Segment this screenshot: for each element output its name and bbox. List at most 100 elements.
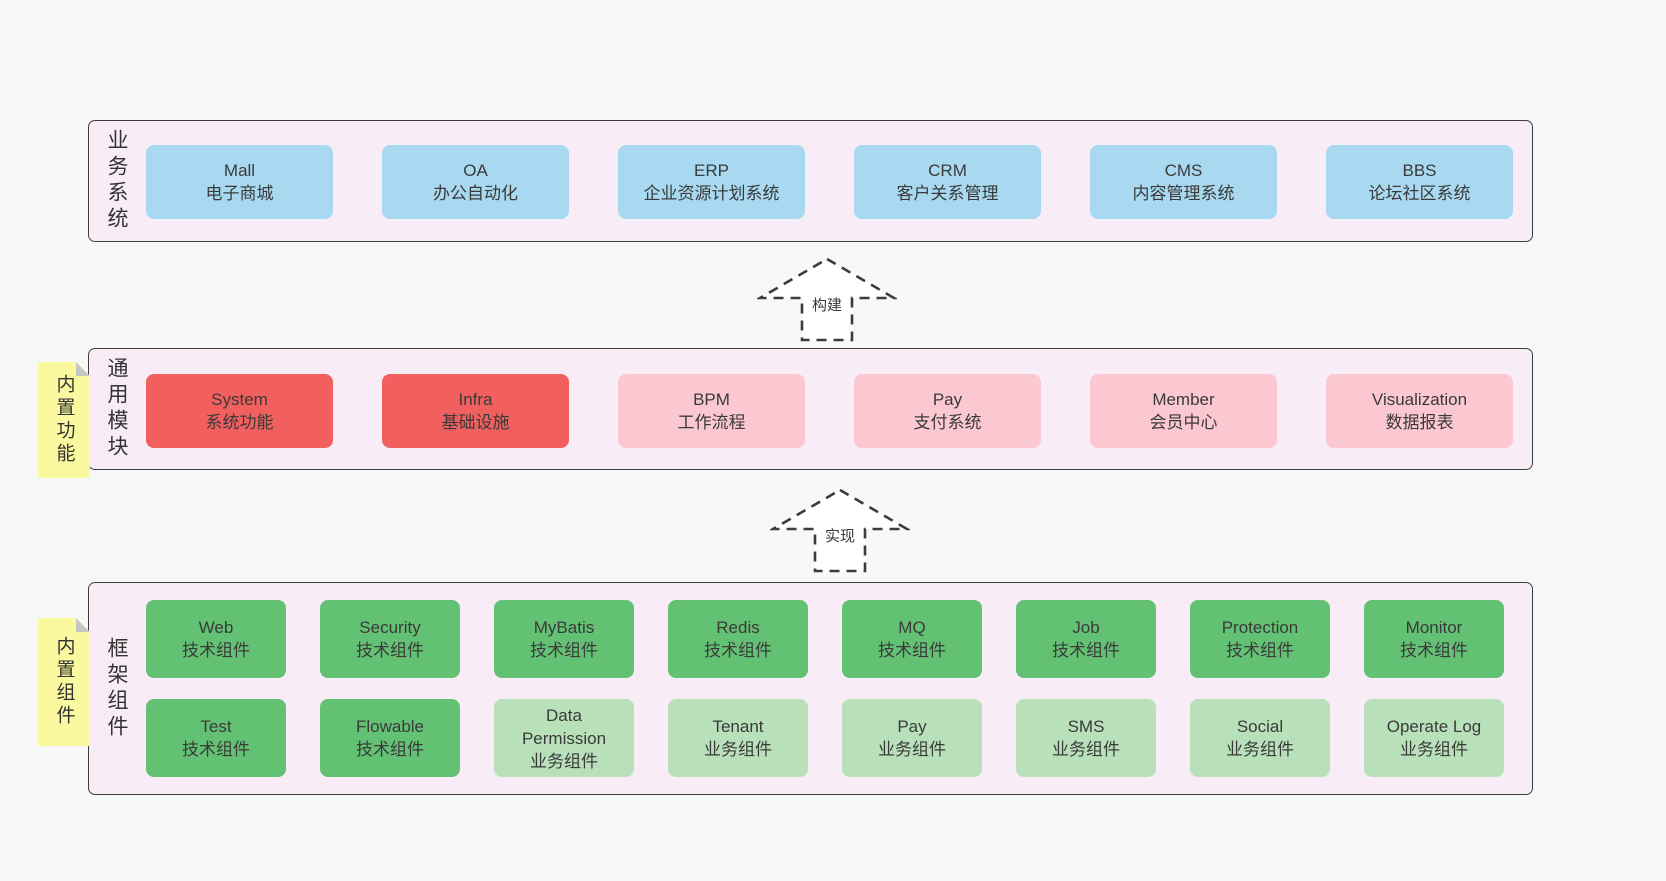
box-title: Data Permission	[521, 705, 607, 748]
arrow-up-build: 构建	[757, 256, 897, 343]
sticky-note-built-in-features: 内置功能	[38, 362, 90, 478]
box-security: Security 技术组件	[320, 600, 460, 678]
box-title: BBS	[1402, 161, 1437, 180]
box-subtitle: 技术组件	[356, 740, 424, 759]
box-pay: Pay 支付系统	[854, 374, 1041, 448]
box-mall: Mall 电子商城	[146, 145, 333, 219]
box-redis: Redis 技术组件	[668, 600, 808, 678]
box-subtitle: 业务组件	[1226, 740, 1294, 759]
box-title: MyBatis	[533, 618, 595, 637]
box-crm: CRM 客户关系管理	[854, 145, 1041, 219]
box-title: ERP	[694, 161, 729, 180]
general-modules-panel: 通用模块 System 系统功能 Infra 基础设施 BPM 工作流程 Pay…	[88, 348, 1533, 470]
box-title: Pay	[897, 717, 927, 736]
framework-components-label: 框架组件	[105, 636, 128, 741]
box-bbs: BBS 论坛社区系统	[1326, 145, 1513, 219]
box-data-permission: Data Permission 业务组件	[494, 699, 634, 777]
business-systems-row: Mall 电子商城 OA 办公自动化 ERP 企业资源计划系统 CRM 客户关系…	[146, 145, 1513, 219]
box-member: Member 会员中心	[1090, 374, 1277, 448]
box-title: Web	[198, 618, 234, 637]
sticky-note-label: 内置组件	[53, 636, 75, 728]
framework-components-row-1: Web 技术组件 Security 技术组件 MyBatis 技术组件 Redi…	[146, 600, 1504, 678]
sticky-note-label: 内置功能	[53, 374, 75, 466]
box-subtitle: 论坛社区系统	[1368, 184, 1471, 203]
box-title: Redis	[716, 618, 760, 637]
box-subtitle: 业务组件	[1052, 740, 1120, 759]
box-subtitle: 技术组件	[530, 641, 598, 660]
box-test: Test 技术组件	[146, 699, 286, 777]
box-subtitle: 业务组件	[878, 740, 946, 759]
box-title: Tenant	[712, 717, 764, 736]
box-title: Member	[1152, 390, 1215, 409]
box-title: CRM	[928, 161, 967, 180]
box-subtitle: 技术组件	[704, 641, 772, 660]
framework-components-panel: 框架组件 Web 技术组件 Security 技术组件 MyBatis 技术组件…	[88, 582, 1533, 795]
box-mybatis: MyBatis 技术组件	[494, 600, 634, 678]
box-title: CMS	[1164, 161, 1203, 180]
box-subtitle: 技术组件	[182, 641, 250, 660]
business-systems-panel: 业务系统 Mall 电子商城 OA 办公自动化 ERP 企业资源计划系统 CRM…	[88, 120, 1533, 242]
box-job: Job 技术组件	[1016, 600, 1156, 678]
sticky-note-built-in-components: 内置组件	[38, 618, 90, 746]
box-title: Mall	[223, 161, 256, 180]
box-cms: CMS 内容管理系统	[1090, 145, 1277, 219]
box-subtitle: 数据报表	[1385, 413, 1454, 432]
box-subtitle: 会员中心	[1149, 413, 1218, 432]
box-title: Social	[1236, 717, 1284, 736]
box-system: System 系统功能	[146, 374, 333, 448]
box-subtitle: 业务组件	[530, 751, 598, 771]
box-erp: ERP 企业资源计划系统	[618, 145, 805, 219]
box-subtitle: 业务组件	[1400, 740, 1468, 759]
box-monitor: Monitor 技术组件	[1364, 600, 1504, 678]
box-protection: Protection 技术组件	[1190, 600, 1330, 678]
box-subtitle: 技术组件	[1226, 641, 1294, 660]
box-infra: Infra 基础设施	[382, 374, 569, 448]
box-bpm: BPM 工作流程	[618, 374, 805, 448]
box-subtitle: 办公自动化	[433, 184, 518, 203]
box-web: Web 技术组件	[146, 600, 286, 678]
box-social: Social 业务组件	[1190, 699, 1330, 777]
arrow-up-implement: 实现	[770, 487, 910, 574]
box-title: Job	[1072, 618, 1100, 637]
box-mq: MQ 技术组件	[842, 600, 982, 678]
box-sms: SMS 业务组件	[1016, 699, 1156, 777]
box-subtitle: 企业资源计划系统	[643, 184, 780, 203]
box-subtitle: 技术组件	[1052, 641, 1120, 660]
box-title: Test	[200, 717, 232, 736]
box-tenant: Tenant 业务组件	[668, 699, 808, 777]
box-subtitle: 技术组件	[878, 641, 946, 660]
box-title: Operate Log	[1386, 717, 1482, 736]
box-subtitle: 支付系统	[913, 413, 982, 432]
box-operate-log: Operate Log 业务组件	[1364, 699, 1504, 777]
box-flowable: Flowable 技术组件	[320, 699, 460, 777]
box-title: SMS	[1067, 717, 1105, 736]
box-title: Visualization	[1371, 390, 1468, 409]
box-subtitle: 内容管理系统	[1132, 184, 1235, 203]
business-systems-label: 业务系统	[105, 129, 128, 233]
box-title: Infra	[458, 390, 493, 409]
box-title: Security	[359, 618, 421, 637]
box-title: System	[211, 390, 268, 409]
box-subtitle: 电子商城	[205, 184, 274, 203]
box-title: MQ	[898, 618, 926, 637]
box-subtitle: 技术组件	[356, 641, 424, 660]
general-modules-label: 通用模块	[105, 357, 128, 461]
box-pay-component: Pay 业务组件	[842, 699, 982, 777]
box-subtitle: 技术组件	[1400, 641, 1468, 660]
arrow-implement-label: 实现	[821, 525, 859, 546]
box-subtitle: 客户关系管理	[896, 184, 999, 203]
box-oa: OA 办公自动化	[382, 145, 569, 219]
framework-components-row-2: Test 技术组件 Flowable 技术组件 Data Permission …	[146, 699, 1504, 777]
box-subtitle: 工作流程	[677, 413, 746, 432]
box-title: Monitor	[1405, 618, 1463, 637]
box-subtitle: 技术组件	[182, 740, 250, 759]
box-subtitle: 基础设施	[441, 413, 510, 432]
box-subtitle: 系统功能	[205, 413, 274, 432]
box-title: Flowable	[355, 717, 425, 736]
box-title: Protection	[1221, 618, 1299, 637]
box-visualization: Visualization 数据报表	[1326, 374, 1513, 448]
general-modules-row: System 系统功能 Infra 基础设施 BPM 工作流程 Pay 支付系统…	[146, 374, 1513, 448]
box-title: Pay	[932, 390, 963, 409]
arrow-build-label: 构建	[808, 294, 846, 315]
